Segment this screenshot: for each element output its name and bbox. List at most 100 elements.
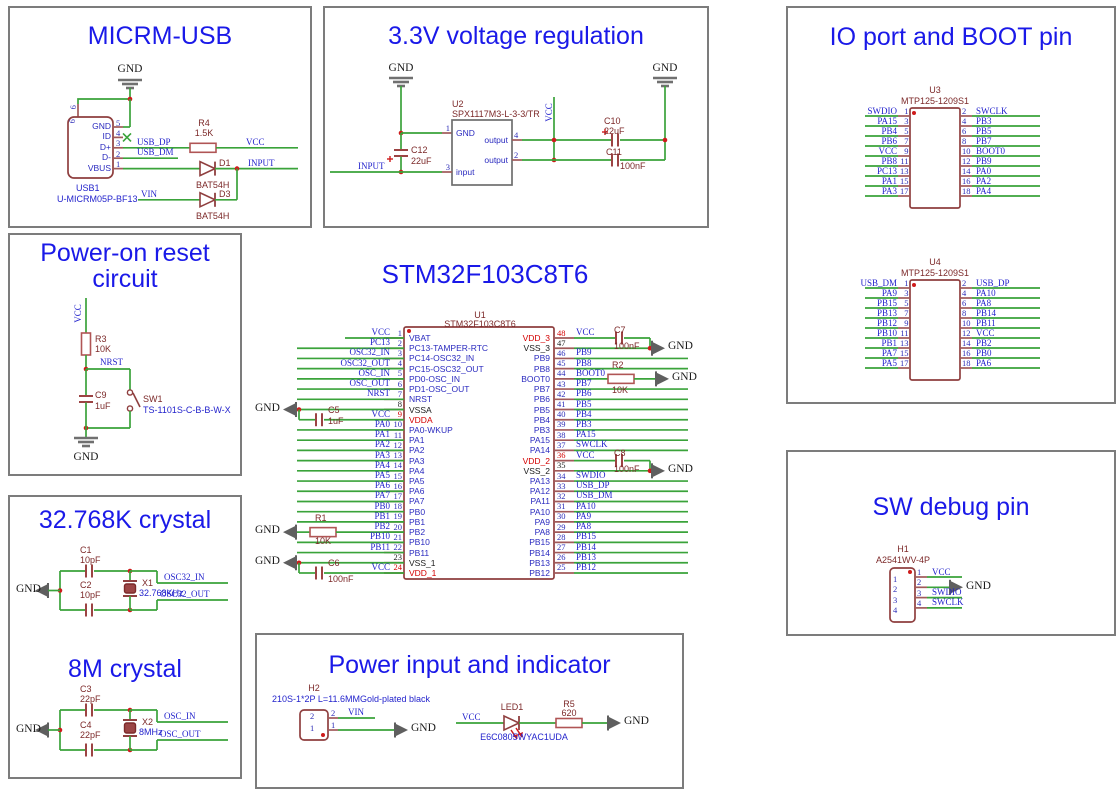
net-label: VCC: [543, 103, 554, 122]
mcu-pin-number: 13: [393, 450, 403, 461]
section-power-on-reset: Power-on reset circuit: [8, 233, 242, 476]
header-pin-number: 13: [900, 166, 909, 176]
mcu-pin-name: PA8: [534, 527, 550, 538]
usb-pin-name: VBUS: [87, 162, 111, 173]
mcu-pin-name: PA15: [529, 435, 550, 446]
header-pin-number: 2: [893, 584, 898, 595]
mcu-pin-name: PB4: [533, 414, 550, 425]
led[interactable]: [503, 714, 521, 732]
net-label: PB8: [881, 156, 897, 166]
mcu-pin-name: PA3: [409, 455, 425, 466]
led-arrow-icon: [518, 732, 523, 737]
header-body[interactable]: [299, 709, 329, 741]
diode-d3[interactable]: [199, 191, 217, 209]
mcu-pin-name: VDD_2: [522, 455, 550, 466]
mcu-pin-number: 24: [393, 562, 403, 573]
mcu-body[interactable]: [403, 326, 555, 580]
header-ref: U3: [929, 85, 941, 95]
net-label: BOOT0: [576, 367, 605, 378]
net-label: VCC: [576, 327, 595, 337]
resistor-ref: R3: [95, 334, 107, 344]
diode-value: BAT54H: [196, 210, 230, 221]
net-label: VCC: [246, 137, 265, 148]
resistor[interactable]: [80, 332, 92, 356]
resistor[interactable]: [189, 142, 217, 154]
net-label: OSC_IN: [358, 367, 390, 378]
mcu-pin-name: PB8: [533, 363, 550, 374]
regulator-ref: U2: [452, 99, 464, 109]
section-title-32k: 32.768K crystal: [38, 506, 212, 534]
net-label: PB13: [576, 551, 597, 562]
header-part: MTP125-1209S1: [900, 268, 970, 278]
mcu-pin-name: PD1-OSC_OUT: [409, 384, 470, 395]
net-label: PB15: [576, 531, 597, 542]
net-label: SWCLK: [932, 597, 964, 608]
capacitor-ref: C2: [80, 580, 92, 590]
gnd-flag-icon: [283, 403, 296, 417]
usb-pin-name: GND: [92, 121, 111, 131]
net-label: PB9: [576, 347, 592, 358]
net-label: PB9: [976, 156, 992, 166]
net-label: USB_DM: [576, 490, 613, 501]
crystal[interactable]: [123, 722, 137, 734]
gnd-label: GND: [668, 340, 693, 353]
gnd-label: GND: [255, 524, 280, 537]
net-label: PB1: [374, 510, 390, 521]
junction-dot: [407, 329, 411, 333]
header-pin-number: 8: [962, 308, 967, 318]
regulator-body[interactable]: [451, 119, 513, 186]
switch-lever[interactable]: [132, 392, 141, 408]
usb-pin-number: 3: [116, 138, 121, 149]
gnd-flag-icon: [608, 716, 621, 730]
header-body[interactable]: [909, 107, 961, 209]
header-body[interactable]: [909, 279, 961, 381]
gnd-label: GND: [411, 722, 436, 734]
header-pin-number: 3: [904, 116, 909, 126]
resistor-ref: R2: [612, 360, 624, 371]
mcu-pin-name: VSS_1: [409, 557, 436, 568]
net-label: PA4: [374, 459, 390, 470]
mcu-pin-number: 30: [557, 511, 566, 522]
gnd-flag-icon: [950, 580, 963, 594]
usb-pin-name: ID: [102, 131, 112, 142]
capacitor-ref: C7: [614, 325, 626, 335]
mcu-pin-name: PA9: [534, 516, 550, 527]
net-label: PA2: [976, 176, 992, 186]
mcu-pin-number: 25: [557, 562, 566, 573]
mcu-pin-name: PA7: [409, 496, 425, 507]
header-pin-number: 1: [310, 723, 315, 733]
gnd-flag-icon: [35, 723, 48, 737]
mcu-pin-number: 44: [557, 368, 566, 379]
net-label: PB11: [976, 318, 996, 328]
mcu-section-title: STM32F103C8T6: [381, 259, 589, 289]
mcu-pin-name: PA6: [409, 486, 425, 497]
mcu-pin-name: VSS_3: [523, 343, 550, 354]
switch[interactable]: [126, 389, 134, 396]
net-label: PA0: [976, 166, 992, 176]
mcu-pin-name: VSS_2: [523, 465, 550, 476]
resistor[interactable]: [607, 373, 635, 385]
capacitor-ref: C8: [614, 447, 626, 458]
net-label: USB_DM: [137, 147, 174, 157]
net-label: PA1: [881, 176, 897, 186]
switch[interactable]: [126, 405, 134, 412]
net-label: USB_DP: [976, 278, 1010, 288]
mcu-pin-number: 18: [393, 501, 403, 512]
header-pin-number: 11: [900, 328, 909, 338]
net-label: PA9: [576, 510, 592, 521]
mcu-pin-name: PB7: [533, 384, 550, 395]
mcu-pin-number: 41: [557, 399, 566, 410]
mcu-pin-name: PA11: [530, 496, 550, 507]
header-body[interactable]: [889, 567, 916, 623]
resistor-value: 10K: [95, 344, 112, 354]
diode-d1[interactable]: [199, 160, 217, 177]
mcu-pin-number: 14: [393, 460, 403, 471]
net-label: OSC_IN: [164, 711, 196, 721]
mcu-pin-number: 4: [397, 358, 402, 369]
resistor[interactable]: [555, 717, 583, 729]
section-33v-regulation: 3.3V voltage regulation: [323, 6, 709, 228]
resistor-ref: R4: [198, 117, 210, 128]
crystal[interactable]: [123, 583, 137, 594]
mcu-pin-name: PB15: [529, 537, 550, 548]
net-label: PB12: [876, 318, 897, 328]
